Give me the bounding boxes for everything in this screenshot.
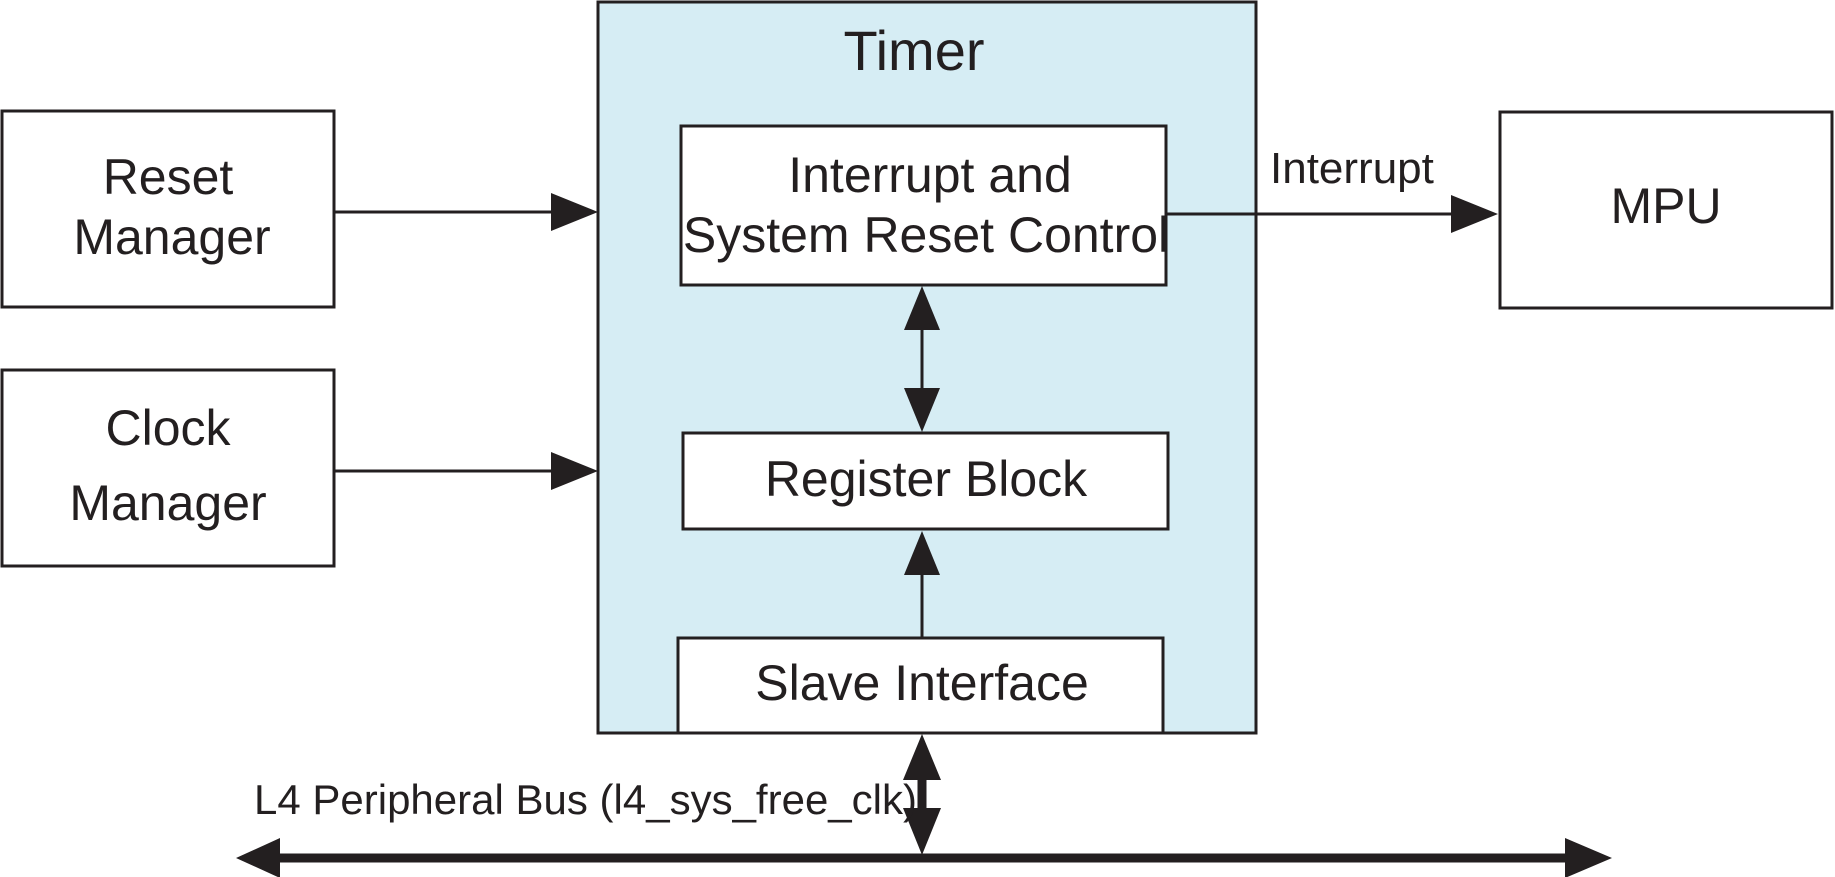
reset-to-timer-arrowhead (551, 193, 598, 231)
reset-manager-label: Reset (103, 149, 234, 205)
clock-manager-box (0, 368, 336, 568)
slave-interface-label: Slave Interface (755, 655, 1089, 711)
reset-manager-label-line2: Manager (73, 209, 270, 265)
timer-container (596, 0, 1258, 735)
slave-to-register-arrowhead (904, 531, 940, 575)
clock-manager-label: Clock (105, 400, 231, 456)
reset-manager-box (0, 109, 336, 309)
register-block-label: Register Block (765, 451, 1088, 507)
control-register-arrowhead-down (904, 388, 940, 432)
slave-bus-arrowhead-up (903, 734, 941, 780)
timer-title: Timer (843, 19, 984, 82)
peripheral-bus-label: L4 Peripheral Bus (l4_sys_free_clk) (254, 776, 917, 823)
slave-bus-arrowhead-down (903, 808, 941, 855)
peripheral-bus-arrowhead-left (236, 838, 280, 877)
interrupt-signal-label: Interrupt (1270, 144, 1434, 193)
clock-manager-label-line2: Manager (69, 475, 266, 531)
control-register-arrowhead-up (904, 286, 940, 330)
peripheral-bus-arrowhead-right (1565, 838, 1612, 877)
interrupt-control-label-line2: System Reset Control (683, 207, 1169, 263)
clock-to-timer-arrowhead (551, 452, 598, 490)
interrupt-control-box (679, 124, 1168, 287)
register-block-box (681, 431, 1170, 531)
mpu-label: MPU (1610, 178, 1721, 234)
mpu-box (1498, 110, 1834, 310)
interrupt-control-label: Interrupt and (788, 147, 1072, 203)
slave-interface-box (676, 636, 1165, 735)
interrupt-arrowhead (1451, 195, 1498, 233)
